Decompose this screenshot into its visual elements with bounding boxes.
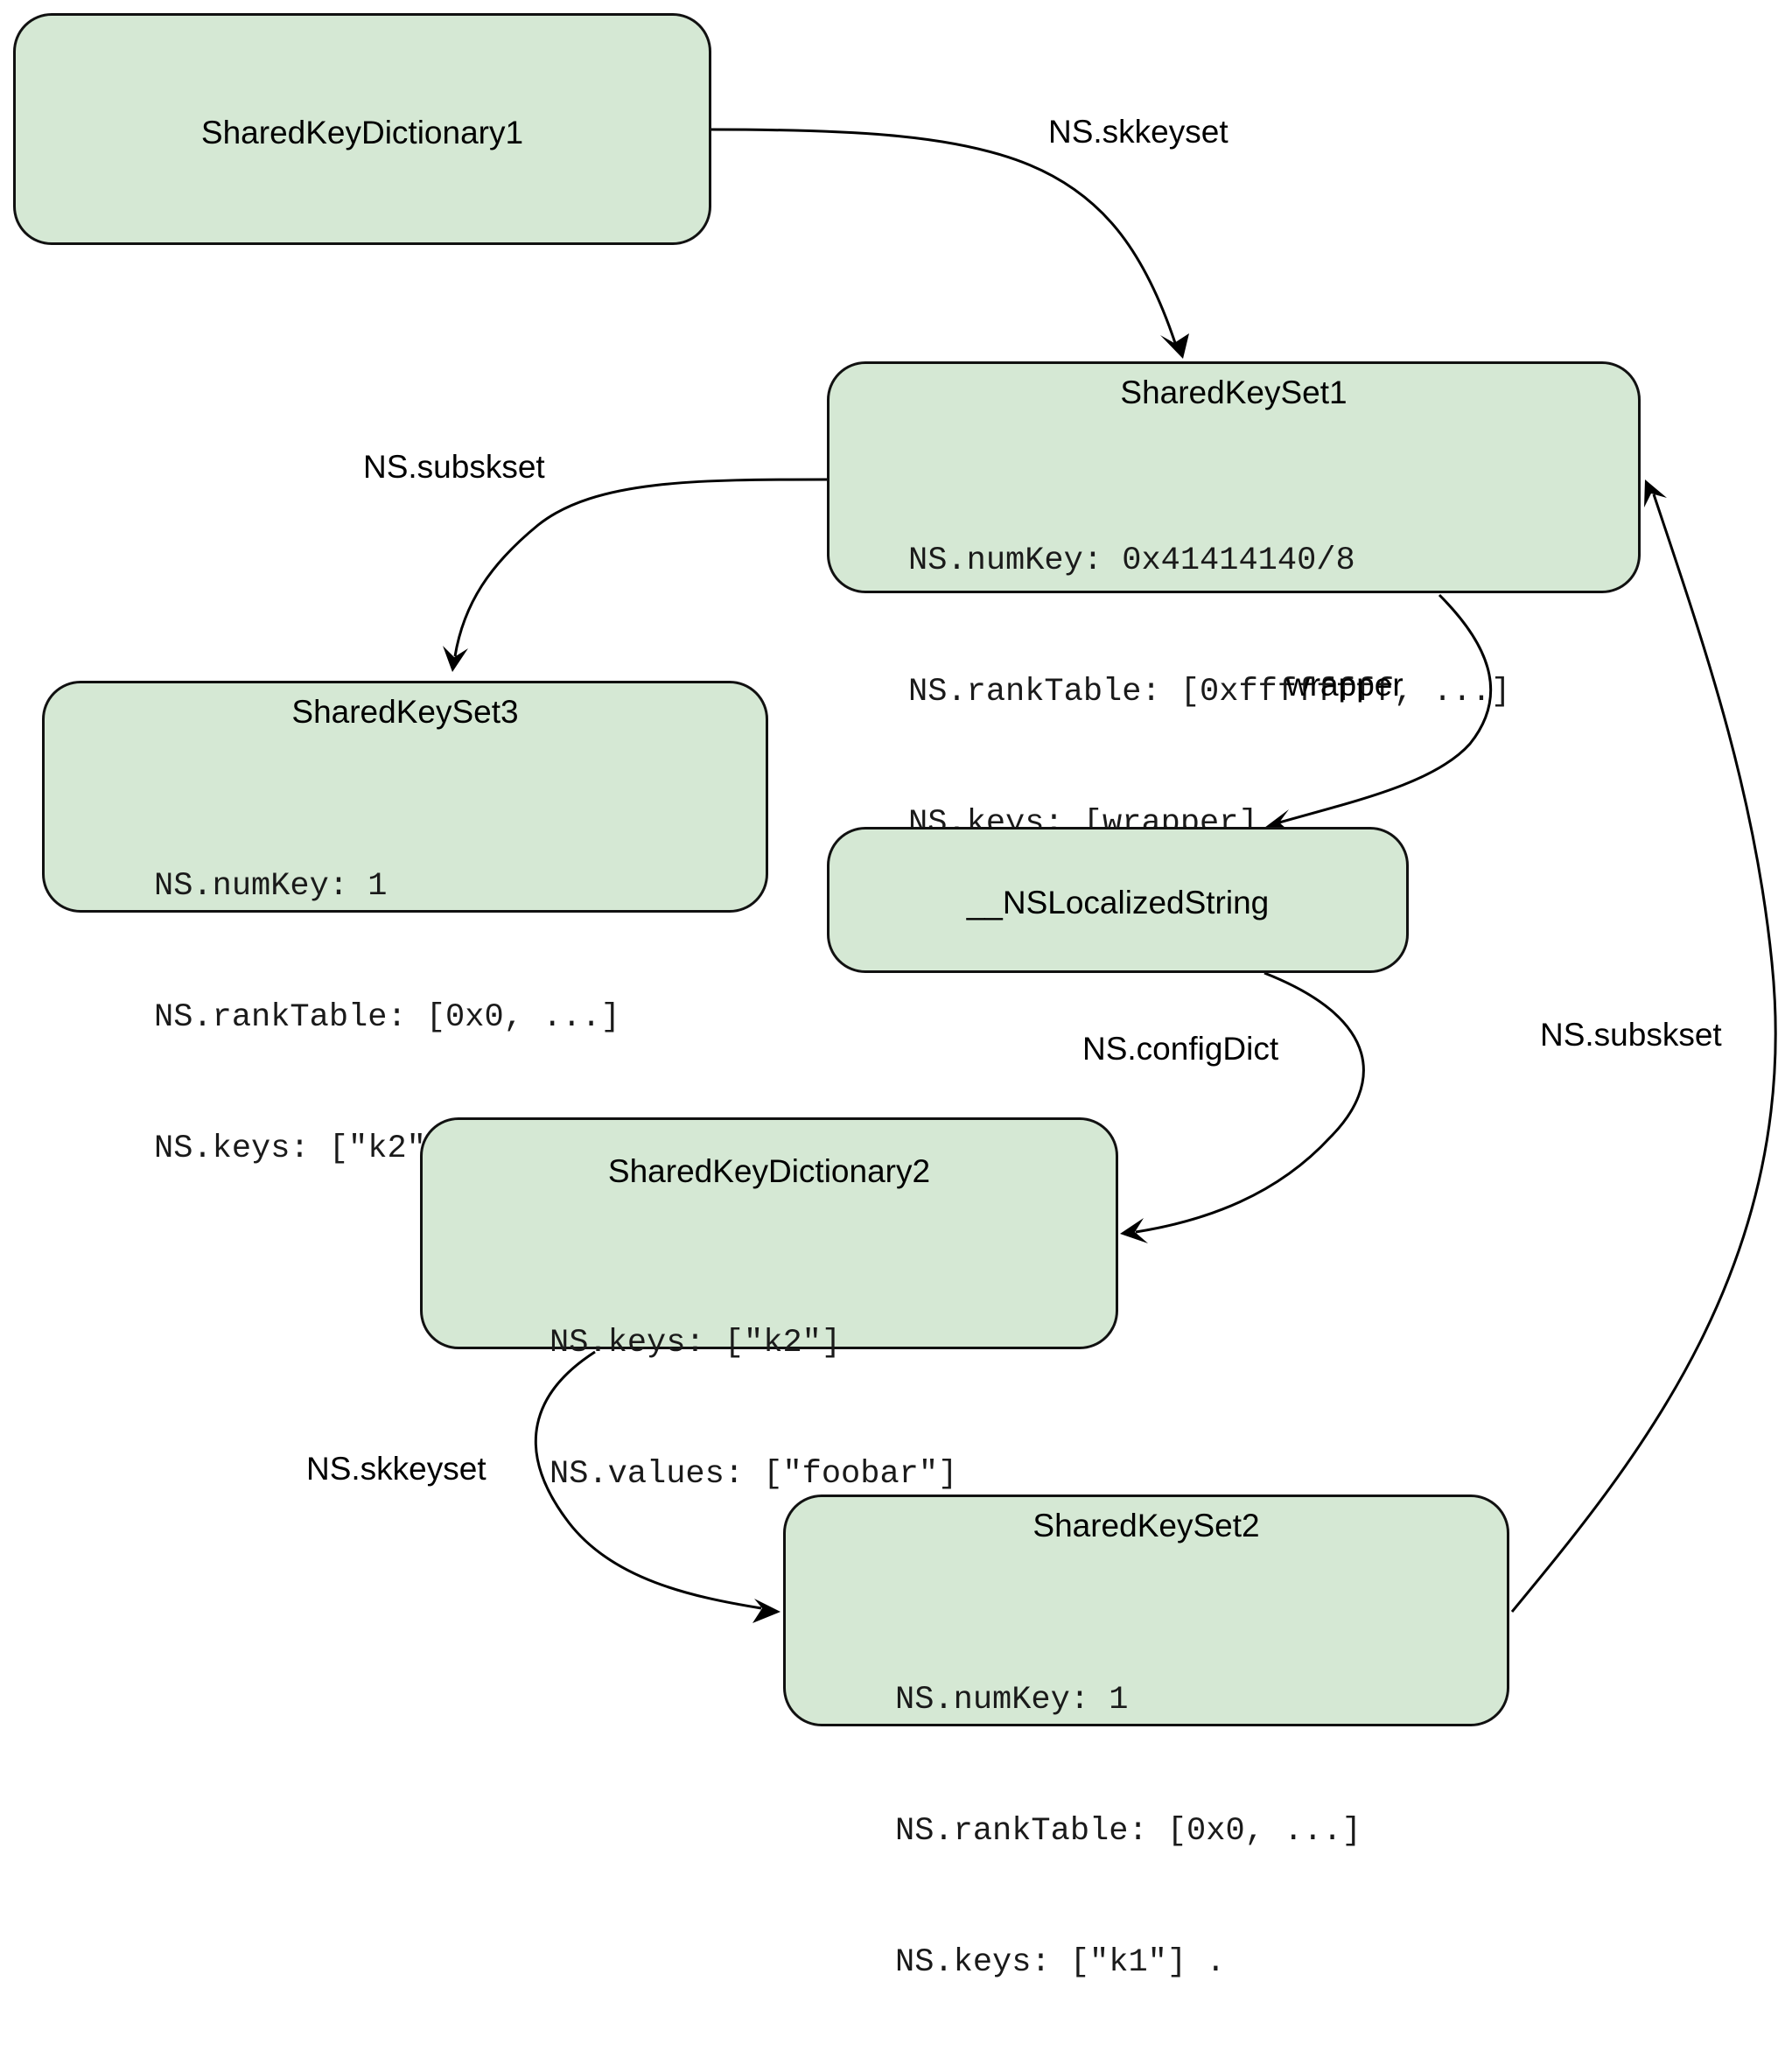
edge-label-skd1-skkeyset: NS.skkeyset	[1048, 114, 1228, 150]
node-fields: NS.numKey: 1 NS.rankTable: [0x0, ...] NS…	[895, 1591, 1362, 2072]
field-keys: NS.keys: ["k2"]	[550, 1325, 842, 1362]
node-fields: NS.keys: ["k2"] NS.values: ["foobar"]	[550, 1234, 957, 1584]
edge-skd1-to-sks1	[710, 128, 1177, 344]
edge-label-skd2-skkeyset: NS.skkeyset	[306, 1451, 486, 1487]
field-rank-table: NS.rankTable: [0xffffffff, ...]	[908, 674, 1511, 710]
node-title: SharedKeySet3	[291, 694, 519, 730]
edge-sks1-to-nsls	[1278, 593, 1493, 824]
edge-nsls-to-skd2	[1135, 971, 1365, 1234]
node-shared-key-dictionary-1: SharedKeyDictionary1	[13, 13, 711, 245]
node-shared-key-dictionary-2: SharedKeyDictionary2 NS.keys: ["k2"] NS.…	[420, 1117, 1118, 1493]
field-rank-table: NS.rankTable: [0x0, ...]	[895, 1813, 1362, 1850]
arrowhead-sks1-top	[1160, 333, 1189, 359]
node-title: SharedKeySet1	[1120, 374, 1348, 410]
field-keys: NS.keys: ["k1"] .	[895, 1944, 1226, 1981]
arrowhead-sks1-right	[1644, 480, 1667, 508]
edge-label-sks1-subskset: NS.subskset	[363, 449, 545, 485]
edge-label-sks2-subskset: NS.subskset	[1540, 1017, 1722, 1053]
arrowhead-skd2-right	[1120, 1218, 1148, 1243]
node-shared-key-set-2: SharedKeySet2 NS.numKey: 1 NS.rankTable:…	[783, 1494, 1509, 1981]
arrowhead-sks3-top	[443, 646, 468, 672]
edge-skd2-to-sks2	[534, 1350, 762, 1610]
arrowhead-sks2-left	[752, 1599, 780, 1623]
node-title: SharedKeyDictionary2	[607, 1153, 931, 1189]
node-title: SharedKeyDictionary1	[200, 115, 524, 150]
edge-sks2-to-sks1	[1510, 494, 1777, 1613]
field-values: NS.values: ["foobar"]	[550, 1456, 958, 1493]
field-num-key: NS.numKey: 1	[895, 1682, 1129, 1718]
node-title: __NSLocalizedString	[966, 885, 1270, 920]
field-num-key: NS.numKey: 0x41414140/8	[908, 542, 1355, 579]
node-ns-localized-string: __NSLocalizedString	[827, 827, 1409, 973]
field-rank-table: NS.rankTable: [0x0, ...]	[154, 999, 620, 1036]
field-num-key: NS.numKey: 1	[154, 868, 388, 905]
edges-layer	[443, 128, 1777, 1623]
edge-label-config-dict: NS.configDict	[1082, 1031, 1279, 1067]
edge-label-wrapper: wrapper	[1286, 667, 1404, 703]
node-title: SharedKeySet2	[1032, 1508, 1260, 1544]
edge-sks1-to-sks3	[453, 478, 828, 657]
node-shared-key-set-1: SharedKeySet1 NS.numKey: 0x41414140/8 NS…	[827, 361, 1641, 842]
node-shared-key-set-3: SharedKeySet3 NS.numKey: 1 NS.rankTable:…	[42, 681, 768, 1167]
